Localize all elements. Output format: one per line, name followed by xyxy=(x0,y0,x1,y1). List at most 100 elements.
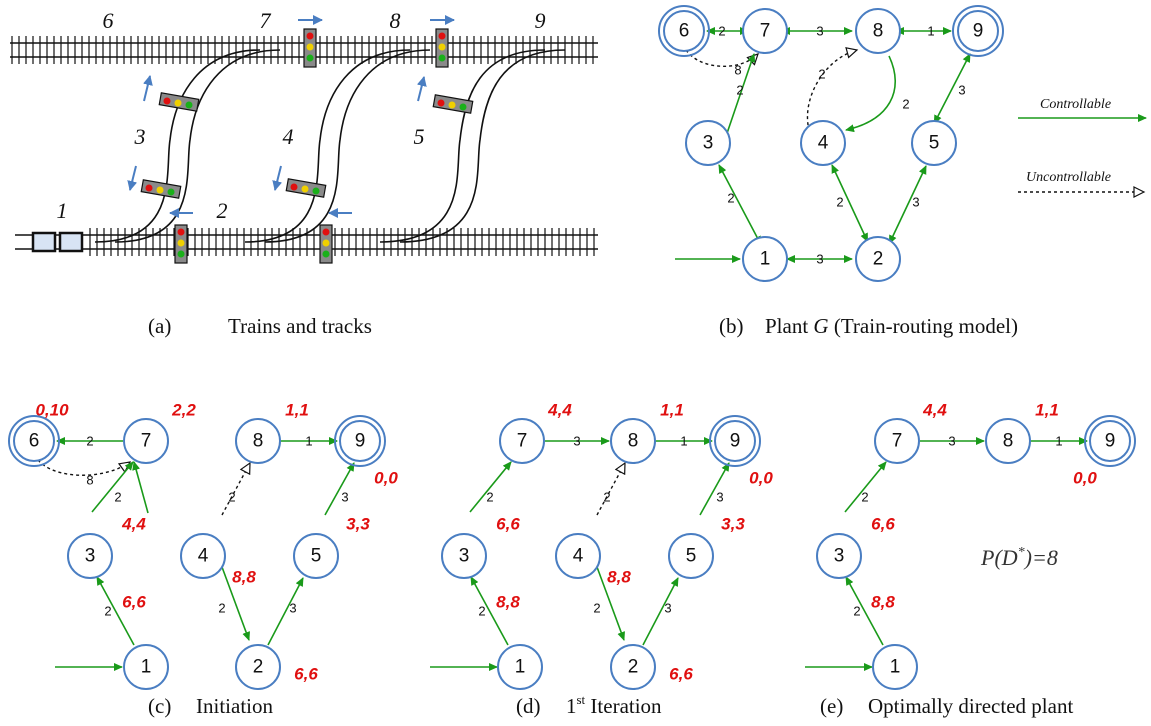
node-3: 3 xyxy=(816,533,862,579)
signal-5-upper xyxy=(432,94,474,114)
value-1: 8,8 xyxy=(871,593,895,612)
svg-text:9: 9 xyxy=(355,431,366,452)
value-3: 4,4 xyxy=(121,515,146,534)
panel-d-first-iteration: 3 1 2 2 2 2 3 3 7 8 9 3 4 5 1 2 4,4 1,1 … xyxy=(430,401,773,718)
svg-text:7: 7 xyxy=(141,431,152,452)
value-3: 6,6 xyxy=(871,515,895,534)
caption-b: Plant G (Train-routing model) xyxy=(765,314,1018,338)
edge-1-3 xyxy=(96,576,135,646)
weight-2-5: 3 xyxy=(664,601,671,616)
signal-3-lower xyxy=(140,179,182,199)
node-9: 9 xyxy=(952,5,1004,57)
node-8: 8 xyxy=(855,8,901,54)
traffic-signals xyxy=(140,28,474,264)
caption-c-tag: (c) xyxy=(148,694,171,718)
node-1: 1 xyxy=(123,644,169,690)
track-label-9: 9 xyxy=(535,8,546,33)
weight-1-2: 3 xyxy=(816,252,823,267)
weight-4-8: 2 xyxy=(228,490,235,505)
node-3: 3 xyxy=(67,533,113,579)
signal-8 xyxy=(435,28,449,68)
edge-1-3 xyxy=(718,164,762,246)
edge-4-8-uncontrollable xyxy=(221,461,251,516)
value-8: 1,1 xyxy=(285,401,309,420)
caption-a-tag: (a) xyxy=(148,314,171,338)
weight-5-9: 3 xyxy=(716,490,723,505)
weight-7-6: 2 xyxy=(718,24,725,39)
node-2: 2 xyxy=(610,644,656,690)
value-9: 0,0 xyxy=(749,469,773,488)
svg-text:8: 8 xyxy=(253,431,264,452)
weight-8-9: 1 xyxy=(927,24,934,39)
value-4: 8,8 xyxy=(607,568,631,587)
weight-7-8: 3 xyxy=(573,434,580,449)
node-4: 4 xyxy=(800,120,846,166)
value-8: 1,1 xyxy=(660,401,684,420)
weight-2-5: 3 xyxy=(289,601,296,616)
node-3: 3 xyxy=(441,533,487,579)
node-5: 5 xyxy=(293,533,339,579)
edge-5-9 xyxy=(699,462,730,516)
track-label-4: 4 xyxy=(283,124,294,149)
value-5: 3,3 xyxy=(346,515,370,534)
edge-3-7 xyxy=(844,461,887,513)
node-7: 7 xyxy=(742,8,788,54)
svg-text:7: 7 xyxy=(517,431,528,452)
node-7: 7 xyxy=(123,418,169,464)
legend: Controllable Uncontrollable xyxy=(1018,97,1147,198)
edge-2-4 xyxy=(831,164,868,243)
node-2: 2 xyxy=(235,644,281,690)
svg-text:5: 5 xyxy=(686,546,697,567)
svg-text:1: 1 xyxy=(760,249,771,270)
svg-text:9: 9 xyxy=(730,431,741,452)
svg-text:5: 5 xyxy=(929,133,940,154)
svg-text:7: 7 xyxy=(892,431,903,452)
edge-2-5 xyxy=(889,165,927,245)
value-6: 0,10 xyxy=(35,401,69,420)
track-label-6: 6 xyxy=(103,8,114,33)
caption-d-tag: (d) xyxy=(516,694,541,718)
value-1: 8,8 xyxy=(496,593,520,612)
track-label-7: 7 xyxy=(260,8,272,33)
edge-4-2 xyxy=(596,566,625,641)
value-8: 1,1 xyxy=(1035,401,1059,420)
svg-text:3: 3 xyxy=(834,546,845,567)
weight-5-9: 3 xyxy=(341,490,348,505)
edge-5-9 xyxy=(933,53,971,125)
weight-5-9: 3 xyxy=(958,83,965,98)
weight-4-2: 2 xyxy=(218,601,225,616)
svg-text:3: 3 xyxy=(703,133,714,154)
value-7: 4,4 xyxy=(547,401,572,420)
legend-uncontrollable-label: Uncontrollable xyxy=(1026,170,1111,185)
panel-c-initiation: 2 8 2 2 1 2 2 3 3 6 7 8 9 3 4 5 1 2 0,10… xyxy=(8,401,398,718)
svg-text:6: 6 xyxy=(29,431,40,452)
svg-text:2: 2 xyxy=(628,657,639,678)
svg-text:1: 1 xyxy=(890,657,901,678)
value-3: 6,6 xyxy=(496,515,520,534)
svg-text:9: 9 xyxy=(973,21,984,42)
node-1: 1 xyxy=(497,644,543,690)
node-7: 7 xyxy=(874,418,920,464)
weight-1-3: 2 xyxy=(727,191,734,206)
node-9: 9 xyxy=(709,415,761,467)
edge-1-3 xyxy=(845,576,884,646)
track-labels: 1 2 3 4 5 6 7 8 9 xyxy=(57,8,546,223)
legend-controllable-label: Controllable xyxy=(1040,97,1111,112)
track-label-3: 3 xyxy=(134,124,146,149)
weight-8-9: 1 xyxy=(680,434,687,449)
weight-6-7: 8 xyxy=(86,473,93,488)
node-8: 8 xyxy=(610,418,656,464)
weight-3-7: 2 xyxy=(736,83,743,98)
performance-formula: P(D*)=8 xyxy=(980,545,1058,570)
svg-text:2: 2 xyxy=(873,249,884,270)
value-1: 6,6 xyxy=(122,593,146,612)
caption-e-tag: (e) xyxy=(820,694,843,718)
node-1: 1 xyxy=(742,236,788,282)
node-5: 5 xyxy=(911,120,957,166)
track-label-8: 8 xyxy=(390,8,401,33)
svg-text:8: 8 xyxy=(628,431,639,452)
weight-4-2: 2 xyxy=(593,601,600,616)
node-2: 2 xyxy=(855,236,901,282)
weight-2-4: 2 xyxy=(836,195,843,210)
node-5: 5 xyxy=(668,533,714,579)
